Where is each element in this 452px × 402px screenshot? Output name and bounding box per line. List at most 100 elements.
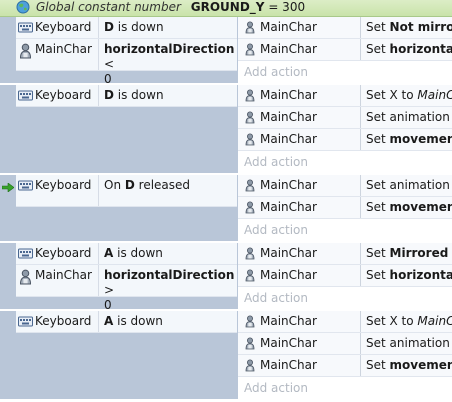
action-object: MainChar [260, 88, 317, 102]
action-text: Set X to MainChar [366, 314, 452, 328]
add-action-link[interactable]: Add action [244, 291, 308, 305]
desc-part: movementSpeed [389, 132, 452, 146]
action-text: Set animation to [366, 110, 452, 124]
character-icon [244, 359, 256, 372]
global-constant-row[interactable]: Global constant number GROUND_Y = 300 [0, 0, 452, 17]
add-action-link[interactable]: Add action [244, 223, 308, 237]
desc-part: A [104, 246, 114, 260]
arrow-right-icon [1, 181, 15, 193]
desc-part: Set [366, 358, 390, 372]
desc-part: horizontalDirection [389, 42, 452, 56]
condition-object: Keyboard [35, 20, 92, 34]
desc-part: horizontalDirection [104, 268, 235, 282]
desc-part: > [104, 283, 115, 297]
action-object: MainChar [260, 178, 317, 192]
globe-icon [16, 0, 30, 14]
desc-part: D [104, 20, 114, 34]
action-text: Set movementSpeed [366, 358, 452, 372]
desc-part: Set [366, 20, 390, 34]
action-object: MainChar [260, 20, 317, 34]
action-row[interactable]: MainChar Set horizontalDirection [238, 265, 452, 287]
action-row[interactable]: MainChar Set animation to [238, 333, 452, 355]
desc-part: Set animation to [366, 336, 452, 350]
desc-part: Set animation to [366, 178, 452, 192]
character-icon [244, 21, 256, 34]
constant-value: = 300 [268, 0, 306, 14]
desc-part: 0 [104, 298, 112, 312]
action-object: MainChar [260, 110, 317, 124]
desc-part: < [104, 57, 115, 71]
action-object: MainChar [260, 268, 317, 282]
condition-row[interactable]: MainChar horizontalDirection <0 [16, 39, 237, 86]
action-row[interactable]: MainChar Set Not mirrored [238, 17, 452, 39]
character-icon [244, 89, 256, 102]
keyboard-icon [18, 89, 33, 102]
action-row[interactable]: MainChar Set X to MainChar [238, 311, 452, 333]
character-icon [18, 269, 33, 285]
action-text: Set movementSpeed [366, 132, 452, 146]
action-text: Set horizontalDirection [366, 42, 452, 56]
condition-object: Keyboard [35, 314, 92, 328]
desc-part: Mirrored [389, 246, 449, 260]
keyboard-icon [18, 315, 33, 328]
desc-part: is down [113, 314, 163, 328]
condition-object: MainChar [35, 42, 92, 56]
add-action-link[interactable]: Add action [244, 65, 308, 79]
desc-part: horizontalDirection [104, 42, 235, 56]
action-text: Set Mirrored [366, 246, 452, 260]
keyboard-icon [18, 179, 33, 192]
desc-part: Not mirrored [389, 20, 452, 34]
action-object: MainChar [260, 336, 317, 350]
action-row[interactable]: MainChar Set movementSpeed [238, 129, 452, 151]
add-action-link[interactable]: Add action [244, 155, 308, 169]
condition-text: D is down [104, 88, 236, 103]
action-text: Set horizontalDirection [366, 268, 452, 282]
add-action-link[interactable]: Add action [244, 381, 308, 395]
action-object: MainChar [260, 314, 317, 328]
desc-part: Set [366, 268, 390, 282]
desc-part: Set [366, 42, 390, 56]
action-row[interactable]: MainChar Set animation to [238, 107, 452, 129]
desc-part: Set animation to [366, 110, 452, 124]
desc-part: is down [113, 88, 164, 102]
desc-part: movementSpeed [389, 200, 452, 214]
action-text: Set animation to [366, 178, 452, 192]
constant-name: GROUND_Y [190, 0, 265, 14]
character-icon [244, 111, 256, 124]
desc-part: 0 [104, 72, 112, 86]
action-object: MainChar [260, 132, 317, 146]
desc-part: Set X to [366, 88, 418, 102]
character-icon [244, 179, 256, 192]
character-icon [244, 247, 256, 260]
action-row[interactable]: MainChar Set animation to [238, 175, 452, 197]
condition-text: horizontalDirection >0 [104, 268, 236, 313]
condition-text: On D released [104, 178, 236, 193]
keyboard-icon [18, 21, 33, 34]
